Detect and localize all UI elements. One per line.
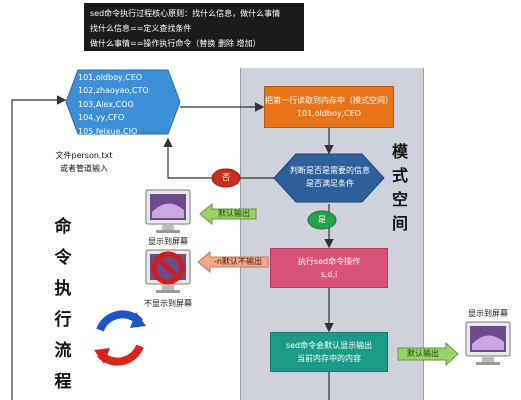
refresh-icon [94, 310, 146, 366]
no-show-screen-caption: 不显示到屏幕 [144, 299, 192, 308]
step-read-line: 把第一行读取到内存中（模式空间） 101,oldboy,CEO [264, 86, 394, 128]
default-output-right-arrow [397, 341, 459, 367]
input-file-label: 文件person.txt 或者管道输入 [55, 151, 113, 173]
yes-badge [307, 210, 337, 230]
show-screen-right-caption: 显示到屏幕 [468, 309, 508, 318]
file-line: 103,Alex,COO [78, 99, 134, 109]
file-line: 104,yy,CFO [78, 113, 125, 123]
step-default-output: sed命令会默认显示输出 当前内存中的内容 [270, 332, 388, 372]
input-file-lines: 101,oldboy,CEO 102,zhaoyao,CTO 103,Alex,… [78, 71, 178, 138]
header-line-1: sed命令执行过程核心原则：找什么信息，做什么事情 [90, 9, 281, 18]
step-exec-command: 执行sed命令操作 s,d,i [270, 248, 388, 288]
default-output-label: 默认输出 [218, 209, 250, 218]
pattern-space-label: 模 式 空 间 [391, 142, 408, 233]
no-sign-icon [151, 251, 185, 285]
default-output-right-label: 默认输出 [407, 349, 439, 358]
header-line-2: 找什么信息==定义查找条件 [90, 24, 192, 33]
show-screen-caption: 显示到屏幕 [148, 237, 188, 246]
no-badge [211, 168, 241, 188]
header-principles: sed命令执行过程核心原则：找什么信息，做什么事情 找什么信息==定义查找条件 … [84, 3, 304, 51]
file-line: 101,oldboy,CEO [78, 73, 143, 82]
monitor-icon-1 [145, 189, 191, 233]
file-line: 102,zhaoyao,CTO [78, 86, 149, 96]
monitor-icon-3 [465, 321, 511, 365]
loop-line [11, 95, 67, 400]
n-no-output-arrow [197, 250, 269, 274]
decision-shape [273, 153, 385, 203]
n-no-output-label: -n默认不输出 [214, 257, 262, 266]
decision-text: 判断是否是需要的信息 是否满足条件 [290, 166, 370, 188]
vertical-title: 命 令 执 行 流 程 [54, 217, 72, 392]
header-line-3: 做什么事情==操作执行命令（替换 删除 增加） [90, 39, 261, 48]
yes-label: 是 [318, 215, 326, 224]
no-label: 否 [222, 173, 230, 182]
file-line: 105,feixue,CIO [78, 126, 138, 136]
default-output-arrow [199, 202, 257, 226]
input-file-hexagon [65, 69, 181, 135]
